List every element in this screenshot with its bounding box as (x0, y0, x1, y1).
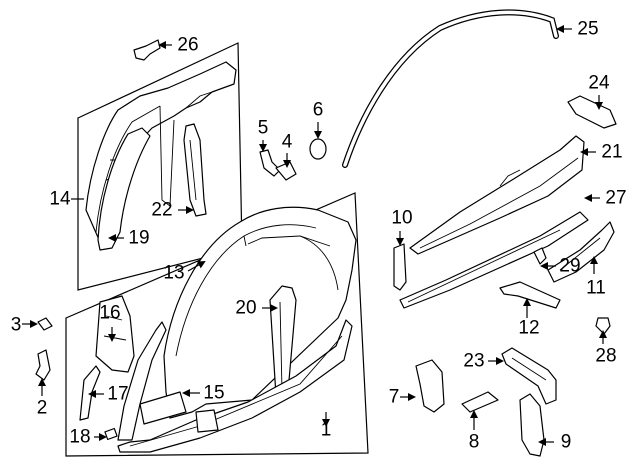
callout-28: 28 (595, 346, 616, 367)
callout-11: 11 (586, 278, 606, 299)
clip-29 (533, 247, 547, 265)
callout-6: 6 (313, 100, 324, 121)
callout-5: 5 (258, 118, 269, 139)
callout-20: 20 (235, 298, 256, 319)
plate-8 (461, 391, 499, 413)
rear-extension-11 (547, 221, 615, 283)
a-pillar-outer-15 (117, 321, 187, 441)
extension-9 (519, 393, 545, 457)
fuel-door-6 (309, 138, 327, 160)
b-pillar-reinforcement (183, 123, 207, 217)
leader-13 (187, 261, 206, 272)
callout-16: 16 (99, 303, 120, 324)
callout-18: 18 (69, 427, 90, 448)
side-outer-panel-13 (163, 206, 357, 419)
pillar-cover-10 (393, 243, 407, 291)
callout-2: 2 (37, 398, 48, 419)
callout-23: 23 (463, 351, 484, 372)
callout-4: 4 (282, 132, 293, 153)
rocker-27 (399, 211, 589, 309)
callout-27: 27 (605, 188, 626, 209)
sill-plate-12 (499, 281, 561, 309)
callout-labels: 1 2 3 4 5 6 7 8 9 10 11 12 13 14 15 16 1… (11, 19, 627, 453)
bracket-2 (35, 349, 51, 381)
rocker-body-side-1 (117, 319, 353, 453)
callout-1: 1 (321, 420, 332, 441)
callout-17: 17 (107, 384, 128, 405)
callout-26: 26 (177, 35, 198, 56)
roof-weatherstrip-25 (342, 9, 559, 168)
callout-9: 9 (561, 432, 572, 453)
callout-7: 7 (389, 387, 400, 408)
callout-12: 12 (518, 318, 539, 339)
lower-a-pillar-reinforcement (97, 127, 151, 251)
callout-3: 3 (11, 315, 22, 336)
rocker-reinforcement-21 (409, 135, 585, 255)
callout-15: 15 (203, 383, 224, 404)
plug-3 (37, 317, 53, 331)
callout-22: 22 (151, 200, 172, 221)
grommet-28 (595, 317, 611, 335)
callout-13: 13 (163, 263, 184, 284)
callout-29: 29 (559, 256, 580, 277)
callout-21: 21 (601, 142, 622, 163)
bracket-4 (275, 161, 297, 181)
support-23 (501, 347, 557, 405)
leader-arrows (22, 25, 607, 446)
callout-10: 10 (391, 208, 412, 229)
clip-26 (133, 39, 161, 61)
bracket-24 (567, 95, 617, 129)
bracket-7 (415, 359, 445, 413)
callout-25: 25 (577, 19, 598, 40)
callout-14: 14 (49, 189, 71, 210)
callout-19: 19 (128, 228, 149, 249)
callout-8: 8 (469, 432, 480, 453)
bracket-5 (259, 149, 281, 177)
callout-24: 24 (588, 73, 610, 94)
